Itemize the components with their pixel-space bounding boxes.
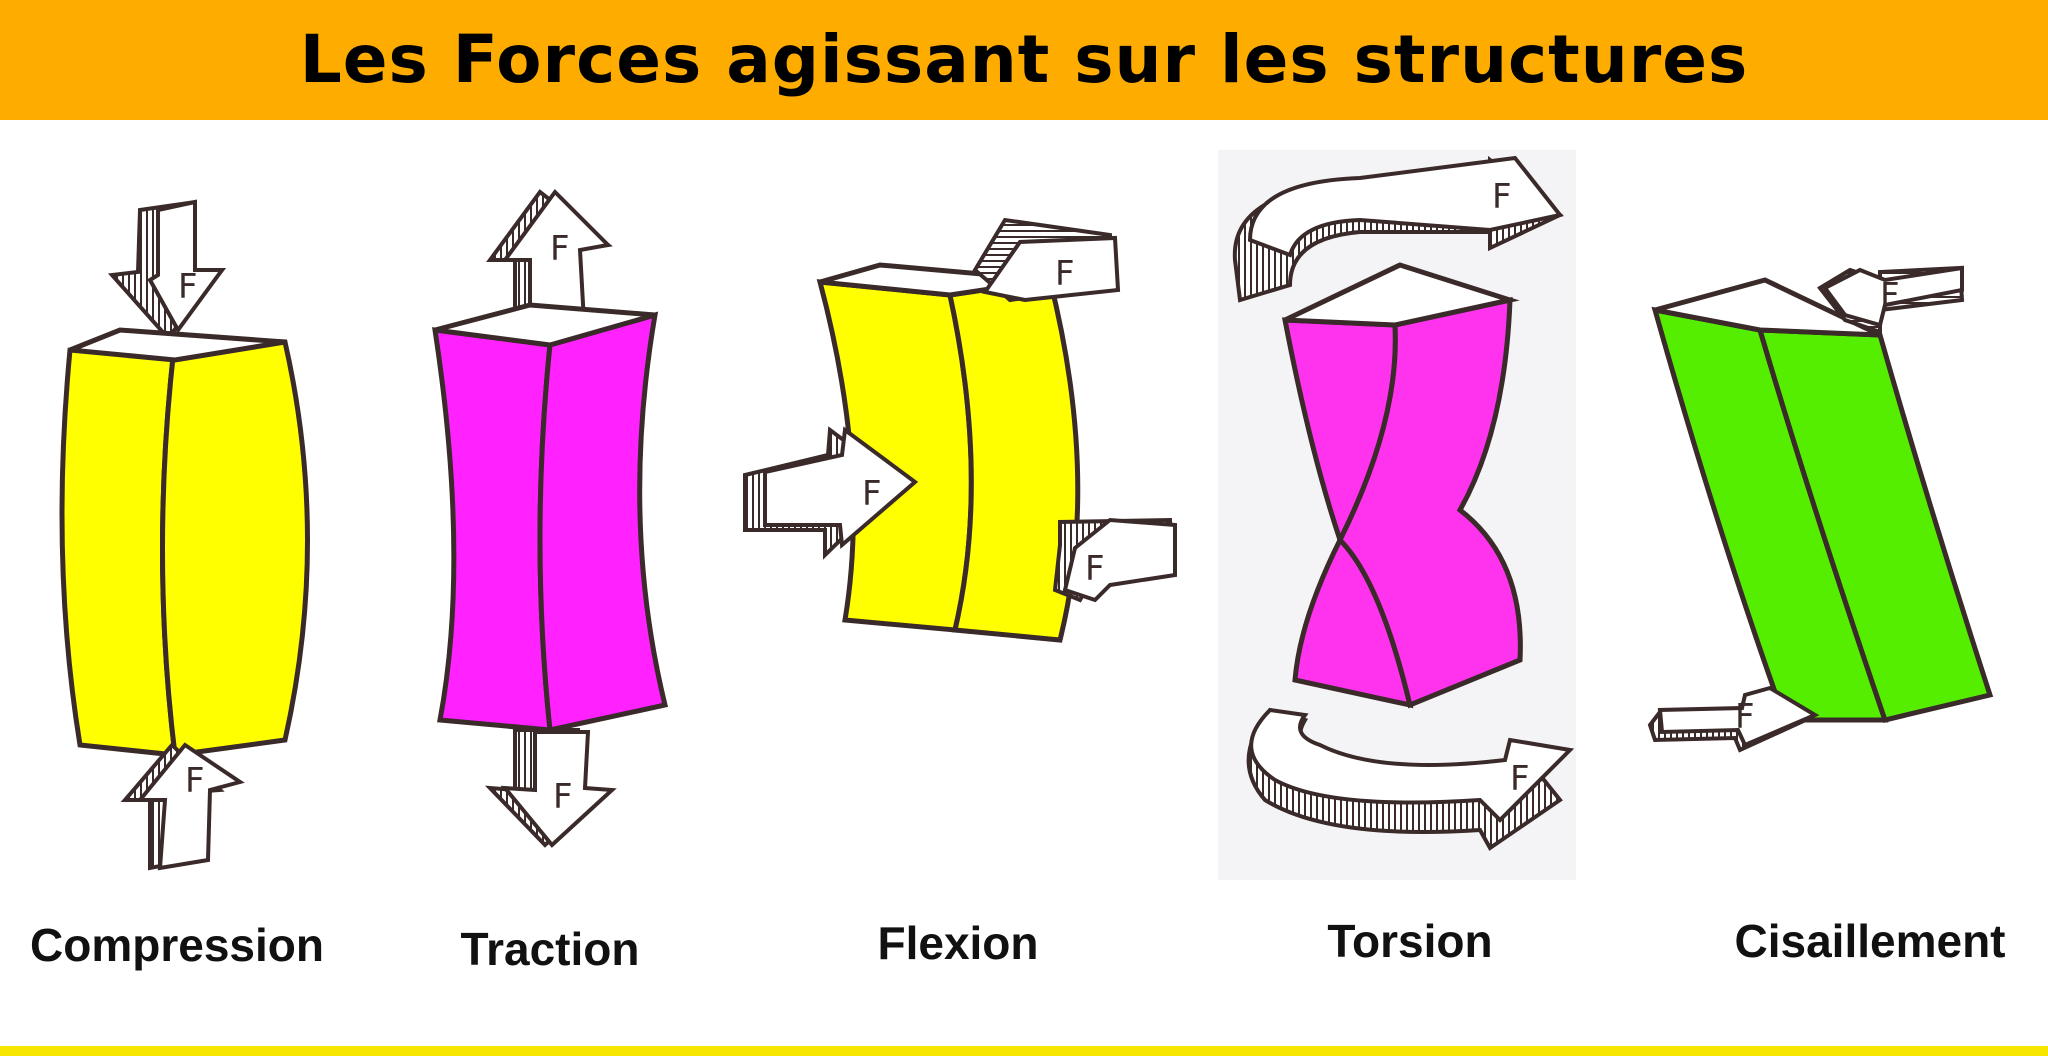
cisaillement-block-side-icon bbox=[1756, 327, 1994, 723]
label-torsion: Torsion bbox=[1327, 915, 1493, 967]
flexion-bottom-arrow-icon: F bbox=[1052, 517, 1177, 603]
force-label: F bbox=[553, 777, 573, 817]
traction-block-side-icon bbox=[537, 311, 669, 734]
cisaillement-panel: F F bbox=[1647, 265, 1994, 753]
label-compression: Compression bbox=[30, 919, 324, 971]
cisaillement-top-arrow-icon: F bbox=[1817, 265, 1965, 335]
page-title: Les Forces agissant sur les structures bbox=[299, 21, 1749, 98]
bottom-divider bbox=[0, 1046, 2048, 1056]
label-flexion: Flexion bbox=[877, 917, 1039, 969]
forces-diagram: F F F F bbox=[59, 150, 1994, 880]
compression-top-arrow-icon: F bbox=[107, 199, 227, 342]
torsion-block-top-icon bbox=[1283, 262, 1520, 328]
cisaillement-bottom-arrow-icon: F bbox=[1647, 685, 1820, 753]
flexion-top-arrow-icon: F bbox=[972, 217, 1121, 303]
torsion-bottom-arrow-icon: F bbox=[1246, 707, 1575, 851]
torsion-block-side-icon bbox=[1336, 296, 1523, 709]
flexion-left-arrow-icon: F bbox=[743, 426, 919, 560]
force-label: F bbox=[550, 229, 570, 269]
force-label: F bbox=[1055, 254, 1075, 294]
label-traction: Traction bbox=[460, 923, 640, 975]
compression-block-side-icon bbox=[160, 337, 310, 758]
flexion-panel: F F F bbox=[743, 217, 1177, 643]
compression-bottom-arrow-icon: F bbox=[120, 742, 245, 871]
cisaillement-block-top-icon bbox=[1654, 277, 1882, 338]
title-banner: Les Forces agissant sur les structures bbox=[0, 0, 2048, 120]
torsion-top-arrow-icon: F bbox=[1232, 155, 1564, 303]
torsion-panel: F F bbox=[1218, 150, 1576, 880]
force-label: F bbox=[1735, 697, 1755, 737]
traction-block-front-icon bbox=[432, 327, 553, 733]
force-label: F bbox=[1510, 759, 1530, 799]
force-label: F bbox=[1880, 276, 1900, 316]
force-label: F bbox=[178, 267, 198, 307]
force-label: F bbox=[862, 474, 882, 514]
traction-bottom-arrow-icon: F bbox=[484, 728, 617, 848]
compression-panel: F F bbox=[59, 199, 310, 871]
flexion-block-side-icon bbox=[946, 277, 1081, 643]
force-label: F bbox=[185, 761, 205, 801]
label-cisaillement: Cisaillement bbox=[1734, 915, 2006, 967]
compression-block-front-icon bbox=[59, 337, 178, 758]
force-label: F bbox=[1085, 549, 1105, 589]
compression-block-top-icon bbox=[69, 327, 286, 363]
force-label: F bbox=[1492, 177, 1512, 217]
traction-panel: F F bbox=[432, 188, 669, 848]
traction-block-top-icon bbox=[434, 302, 656, 348]
